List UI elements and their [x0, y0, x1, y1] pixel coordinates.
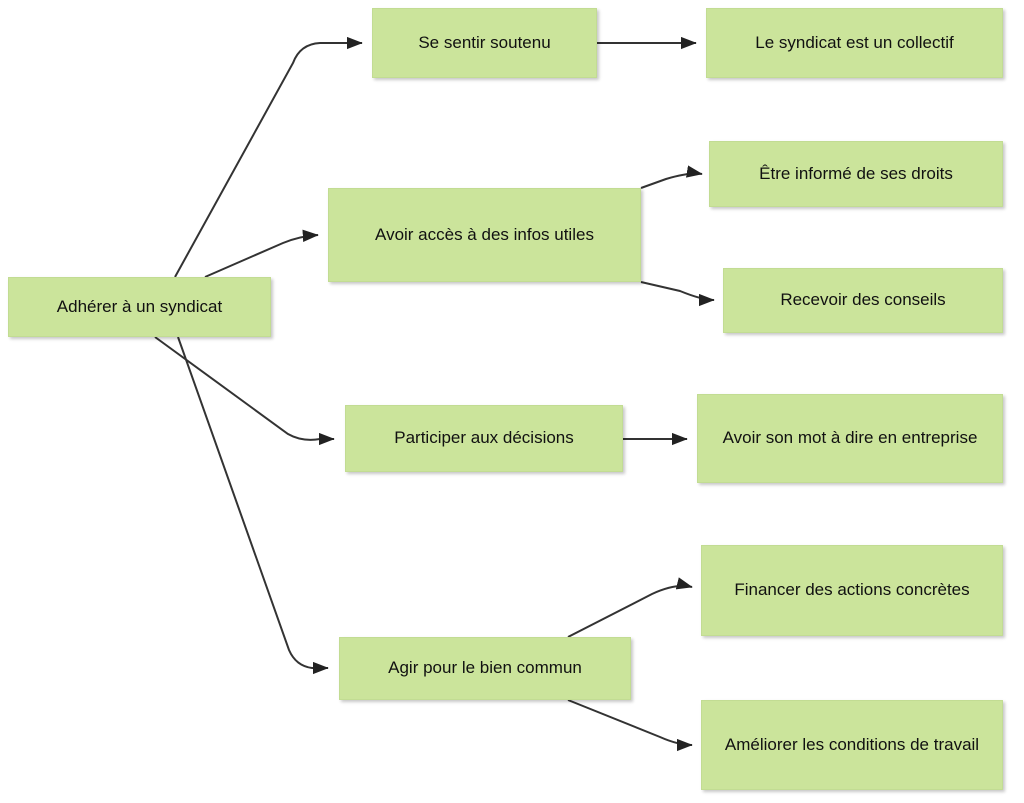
node-label: Financer des actions concrètes — [734, 580, 970, 600]
edge-infos-to-conseils — [640, 281, 715, 307]
node-label: Agir pour le bien commun — [388, 658, 582, 678]
edge-root-to-decisions — [154, 336, 335, 446]
node-label: Avoir son mot à dire en entreprise — [722, 428, 978, 448]
edge-infos-to-droits — [640, 165, 703, 189]
node-conseils[interactable]: Recevoir des conseils — [723, 268, 1003, 333]
node-motadire[interactable]: Avoir son mot à dire en entreprise — [697, 394, 1003, 483]
node-label: Participer aux décisions — [394, 428, 574, 448]
node-decisions[interactable]: Participer aux décisions — [345, 405, 623, 472]
node-label: Se sentir soutenu — [418, 32, 551, 52]
edge-root-to-infos — [204, 229, 319, 278]
node-conditions[interactable]: Améliorer les conditions de travail — [701, 700, 1003, 790]
node-droits[interactable]: Être informé de ses droits — [709, 141, 1003, 207]
node-label: Améliorer les conditions de travail — [724, 734, 980, 754]
node-biencommun[interactable]: Agir pour le bien commun — [339, 637, 631, 700]
node-root[interactable]: Adhérer à un syndicat — [8, 277, 271, 337]
node-label: Recevoir des conseils — [780, 290, 946, 310]
node-label: Être informé de ses droits — [759, 163, 953, 183]
edge-biencommun-to-conditions — [567, 699, 693, 752]
node-financer[interactable]: Financer des actions concrètes — [701, 545, 1003, 636]
node-collectif[interactable]: Le syndicat est un collectif — [706, 8, 1003, 78]
node-infos[interactable]: Avoir accès à des infos utiles — [328, 188, 641, 282]
node-soutenu[interactable]: Se sentir soutenu — [372, 8, 597, 78]
edge-root-to-biencommun — [177, 336, 329, 675]
node-label: Le syndicat est un collectif — [755, 32, 954, 52]
node-label: Adhérer à un syndicat — [56, 296, 223, 316]
node-label: Avoir accès à des infos utiles — [375, 224, 594, 244]
edge-biencommun-to-financer — [567, 577, 693, 638]
